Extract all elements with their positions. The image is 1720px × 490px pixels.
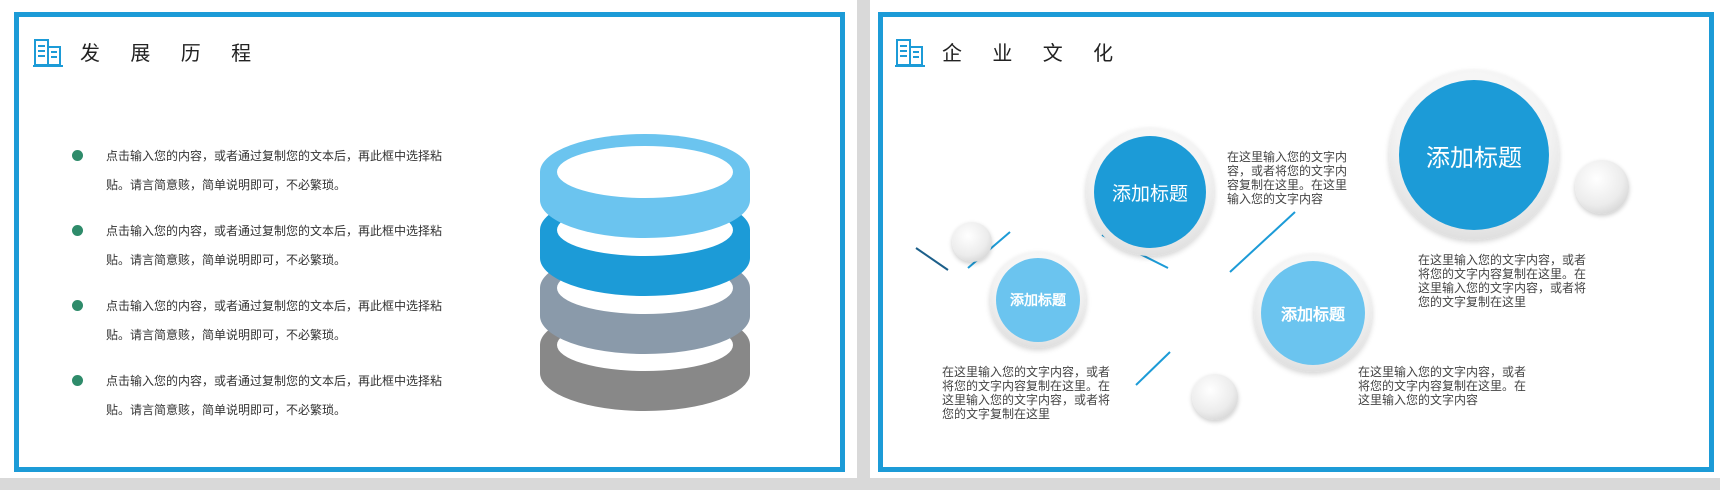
ring-1: [540, 134, 750, 238]
circle-node-1[interactable]: 添加标题: [1086, 128, 1214, 256]
slide-title: 发 展 历 程: [80, 41, 264, 65]
small-dot: [1575, 160, 1629, 214]
circle-inner: 添加标题: [1261, 261, 1365, 365]
slide-frame: [878, 12, 1714, 472]
bullet-dot: [72, 150, 83, 161]
circle-label: 添加标题: [1280, 305, 1345, 324]
slide-development-history: 发 展 历 程 点击输入您的内容，或者通过复制您的文本后，再此框中选择粘贴。请言…: [0, 0, 857, 478]
building-icon: [33, 39, 63, 67]
circle-label: 添加标题: [1010, 293, 1066, 309]
slide-frame: [14, 12, 845, 472]
circle-inner: 添加标题: [1399, 80, 1549, 230]
circle-node-2[interactable]: 添加标题: [990, 252, 1086, 348]
ring-stack-graphic: [540, 134, 750, 411]
description-text-2: 在这里输入您的文字内容，或者 将您的文字内容复制在这里。在 这里输入您的文字内容…: [1418, 253, 1587, 309]
building-icon: [895, 39, 925, 67]
circle-label: 添加标题: [1111, 182, 1188, 205]
connector-line: [1229, 211, 1296, 273]
slide-title: 企 业 文 化: [942, 41, 1126, 65]
bullet-text: 点击输入您的内容，或者通过复制您的文本后，再此框中选择粘贴。请言简意赅，简单说明…: [106, 374, 443, 417]
small-dot: [952, 222, 992, 262]
description-text-3: 在这里输入您的文字内容，或者 将您的文字内容复制在这里。在 这里输入您的文字内容: [1358, 365, 1527, 407]
circle-label: 添加标题: [1426, 143, 1522, 172]
connector-line: [915, 247, 949, 271]
bullet-dot: [72, 375, 83, 386]
circle-node-4[interactable]: 添加标题: [1389, 70, 1559, 240]
bullet-dot: [72, 225, 83, 236]
bullet-text: 点击输入您的内容，或者通过复制您的文本后，再此框中选择粘贴。请言简意赅，简单说明…: [106, 149, 443, 192]
bullet-text: 点击输入您的内容，或者通过复制您的文本后，再此框中选择粘贴。请言简意赅，简单说明…: [106, 299, 443, 342]
bullet-dot: [72, 300, 83, 311]
ring-1-hole: [557, 146, 733, 198]
circle-node-3[interactable]: 添加标题: [1254, 254, 1372, 372]
description-text-4: 在这里输入您的文字内容，或者 将您的文字内容复制在这里。在 这里输入您的文字内容…: [942, 365, 1111, 421]
description-text-1: 在这里输入您的文字内 容，或者将您的文字内 容复制在这里。在这里 输入您的文字内…: [1227, 150, 1348, 206]
slide-corporate-culture: 企 业 文 化 添加标题 添加标题 添加标题 添加标题 在这里输入您的文字内: [870, 0, 1720, 478]
circle-inner: 添加标题: [1094, 136, 1206, 248]
bullet-text: 点击输入您的内容，或者通过复制您的文本后，再此框中选择粘贴。请言简意赅，简单说明…: [106, 224, 443, 267]
small-dot: [1192, 374, 1238, 420]
connector-line: [1135, 351, 1171, 386]
circle-inner: 添加标题: [996, 258, 1080, 342]
